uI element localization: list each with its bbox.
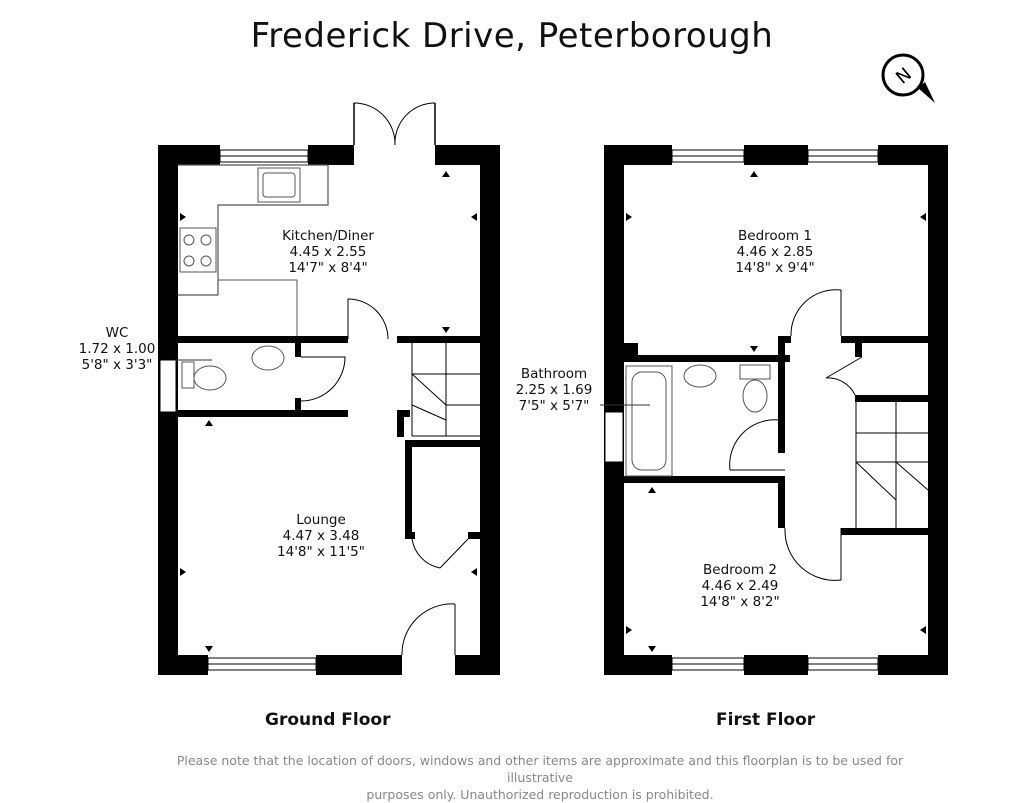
first-floor-plan bbox=[600, 145, 948, 675]
disclaimer-line-1: Please note that the location of doors, … bbox=[176, 753, 904, 785]
room-metric: 4.47 x 3.48 bbox=[282, 528, 360, 544]
room-imperial: 7'5" x 5'7" bbox=[518, 398, 590, 414]
room-imperial: 14'7" x 8'4" bbox=[288, 260, 368, 276]
room-metric: 4.45 x 2.55 bbox=[289, 244, 367, 260]
room-label-bedroom1: Bedroom 1 4.46 x 2.85 14'8" x 9'4" bbox=[735, 228, 814, 276]
room-name: Bathroom bbox=[520, 366, 588, 382]
first-floor-label: First Floor bbox=[716, 710, 816, 730]
room-label-bathroom: Bathroom 2.25 x 1.69 7'5" x 5'7" bbox=[516, 366, 593, 414]
room-label-kitchen: Kitchen/Diner 4.45 x 2.55 14'7" x 8'4" bbox=[282, 228, 374, 276]
room-name: Bedroom 1 bbox=[738, 228, 812, 244]
room-name: Kitchen/Diner bbox=[282, 228, 374, 244]
compass-n-label: N bbox=[892, 64, 916, 89]
disclaimer: Please note that the location of doors, … bbox=[150, 752, 930, 803]
page-title: Frederick Drive, Peterborough bbox=[250, 16, 774, 56]
room-metric: 4.46 x 2.85 bbox=[736, 244, 814, 260]
room-label-lounge: Lounge 4.47 x 3.48 14'8" x 11'5" bbox=[277, 512, 365, 560]
ground-floor-label: Ground Floor bbox=[265, 710, 391, 730]
room-metric: 2.25 x 1.69 bbox=[515, 382, 593, 398]
room-imperial: 14'8" x 9'4" bbox=[735, 260, 815, 276]
room-metric: 1.72 x 1.00 bbox=[78, 341, 156, 357]
room-imperial: 14'8" x 8'2" bbox=[700, 594, 780, 610]
room-label-wc: WC 1.72 x 1.00 5'8" x 3'3" bbox=[79, 325, 156, 373]
room-imperial: 5'8" x 3'3" bbox=[81, 357, 153, 373]
room-name: Lounge bbox=[296, 512, 346, 528]
room-name: WC bbox=[105, 325, 129, 341]
room-label-bedroom2: Bedroom 2 4.46 x 2.49 14'8" x 8'2" bbox=[700, 562, 779, 610]
room-imperial: 14'8" x 11'5" bbox=[277, 544, 365, 560]
north-arrow-icon: N bbox=[881, 53, 935, 103]
room-metric: 4.46 x 2.49 bbox=[701, 578, 779, 594]
room-name: Bedroom 2 bbox=[703, 562, 777, 578]
ground-floor-plan bbox=[158, 102, 500, 675]
disclaimer-line-2: purposes only. Unauthorized reproduction… bbox=[366, 787, 714, 802]
